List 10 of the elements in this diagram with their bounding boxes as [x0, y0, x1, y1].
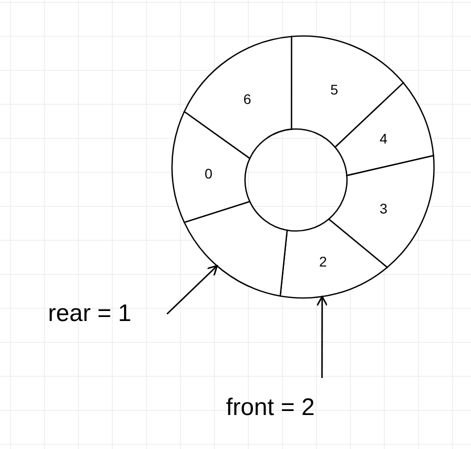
slot-number: 6 — [243, 90, 252, 107]
slot-number: 3 — [380, 200, 388, 216]
pointer-label: rear = 1 — [48, 300, 132, 328]
slot-number: 2 — [319, 253, 327, 270]
arrow — [166, 265, 218, 315]
slot-number: 4 — [380, 130, 388, 147]
slot-number: 5 — [330, 81, 338, 98]
slot-number: 0 — [204, 166, 212, 182]
arrow — [316, 296, 328, 378]
pointer-label: front = 2 — [226, 394, 315, 422]
